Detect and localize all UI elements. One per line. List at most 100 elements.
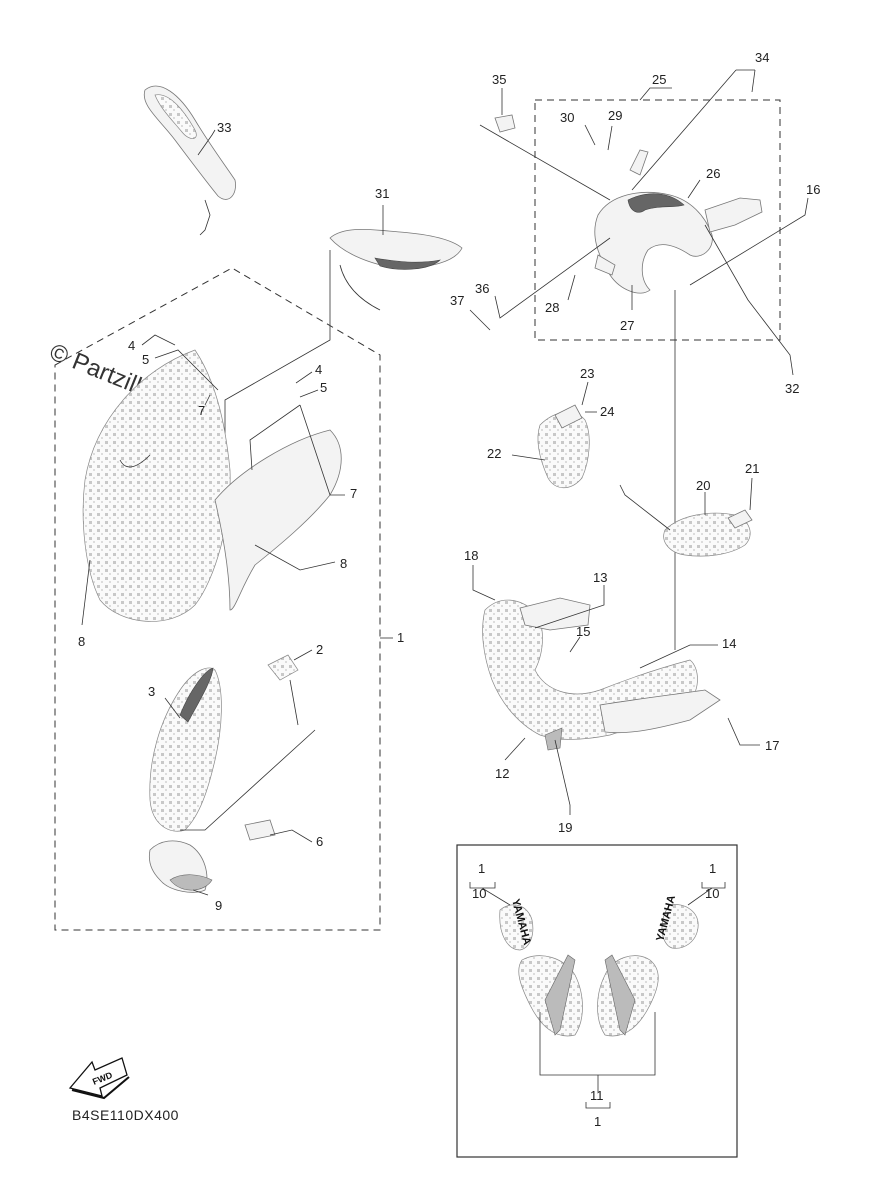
- leader-29: [607, 125, 613, 151]
- leader-13: [534, 585, 605, 629]
- inset-bracket-bottom-small: [585, 1102, 611, 1109]
- leader-3: [164, 697, 181, 719]
- callout-36: 36: [475, 281, 489, 296]
- leader-23: [581, 381, 589, 406]
- leader-20-screw: [619, 484, 671, 531]
- inset-bracket-bottom: [539, 1012, 656, 1092]
- callout-14: 14: [722, 636, 736, 651]
- callout-5-right: 5: [320, 380, 327, 395]
- callout-4-right: 4: [315, 362, 322, 377]
- part-6-bracket[interactable]: [244, 819, 276, 841]
- callout-29: 29: [608, 108, 622, 123]
- leader-4-left: [141, 334, 176, 346]
- callout-3: 3: [148, 684, 155, 699]
- callout-18: 18: [464, 548, 478, 563]
- leader-5-right: [299, 389, 319, 398]
- callout-22: 22: [487, 446, 501, 461]
- leader-35: [479, 88, 611, 201]
- part-12-stay-frame[interactable]: [482, 597, 721, 751]
- inset-callout-bottom-sub: 11: [590, 1088, 604, 1103]
- callout-27: 27: [620, 318, 634, 333]
- callout-5-left: 5: [142, 352, 149, 367]
- inset-bracket-right: [687, 882, 726, 906]
- leader-8-left: [81, 559, 91, 626]
- decal-left-yamaha[interactable]: YAMAHA: [499, 898, 534, 951]
- inset-callout-right-sub: 10: [705, 886, 719, 901]
- leader-36: [494, 237, 611, 319]
- decal-inset-box: [456, 844, 738, 1158]
- callout-8-right: 8: [340, 556, 347, 571]
- callout-33: 33: [217, 120, 231, 135]
- part-26-meter-bracket[interactable]: [594, 149, 763, 294]
- part-33-bracket[interactable]: [143, 85, 236, 236]
- leader-15: [569, 636, 581, 653]
- leader-16: [689, 197, 809, 286]
- decal-inset-panels: [518, 954, 659, 1037]
- leader-33: [197, 129, 216, 156]
- leader-9: [192, 889, 209, 896]
- leader-34: [631, 69, 756, 191]
- part-2-clip[interactable]: [267, 654, 299, 681]
- inset-callout-right-top: 1: [709, 861, 716, 876]
- callout-30: 30: [560, 110, 574, 125]
- callout-35: 35: [492, 72, 506, 87]
- callout-20: 20: [696, 478, 710, 493]
- leader-21: [749, 477, 753, 511]
- fwd-arrow-icon: FWD: [68, 1057, 130, 1100]
- leader-6: [269, 829, 313, 843]
- callout-2: 2: [316, 642, 323, 657]
- part-31-cover[interactable]: [329, 228, 463, 311]
- callout-7-right: 7: [350, 486, 357, 501]
- callout-13: 13: [593, 570, 607, 585]
- leader-37: [469, 309, 491, 331]
- callout-31: 31: [375, 186, 389, 201]
- group-box-part-25: [534, 99, 781, 341]
- part-20-holder[interactable]: [663, 509, 753, 557]
- leader-18: [472, 565, 496, 601]
- callout-1: 1: [397, 630, 404, 645]
- callout-12: 12: [495, 766, 509, 781]
- leader-19: [554, 739, 571, 815]
- callout-6: 6: [316, 834, 323, 849]
- callout-34: 34: [755, 50, 769, 65]
- leader-14: [639, 644, 718, 669]
- callout-4-left: 4: [128, 338, 135, 353]
- callout-19: 19: [558, 820, 572, 835]
- leader-2: [293, 649, 313, 661]
- callout-24: 24: [600, 404, 614, 419]
- callout-25: 25: [652, 72, 666, 87]
- leader-7-right: [249, 404, 345, 496]
- leader-28: [567, 274, 576, 301]
- callout-37: 37: [450, 293, 464, 308]
- callout-8-left: 8: [78, 634, 85, 649]
- inset-callout-left-sub: 10: [472, 886, 486, 901]
- leader-7-left: [204, 394, 211, 406]
- leader-17: [727, 717, 760, 746]
- callout-21: 21: [745, 461, 759, 476]
- part-22-bracket[interactable]: [537, 404, 590, 489]
- group-box-part-1: [54, 267, 381, 931]
- leader-22: [511, 454, 546, 461]
- leader-30: [584, 124, 596, 146]
- part-9-cap[interactable]: [169, 874, 213, 891]
- leader-12: [504, 737, 526, 761]
- part-3-side-panel[interactable]: [148, 667, 222, 893]
- callout-16: 16: [806, 182, 820, 197]
- upper-fairing-shell[interactable]: [82, 349, 342, 622]
- callout-17: 17: [765, 738, 779, 753]
- inset-bracket-left: [469, 882, 511, 906]
- part-35-screw[interactable]: [494, 114, 516, 133]
- leader-25: [639, 87, 672, 101]
- callout-28: 28: [545, 300, 559, 315]
- inset-callout-bottom-top: 1: [594, 1114, 601, 1129]
- leader-8-right: [254, 544, 336, 571]
- callout-9: 9: [215, 898, 222, 913]
- callout-7-left: 7: [198, 403, 205, 418]
- leader-26: [687, 179, 701, 199]
- leader-32: [704, 224, 794, 376]
- diagram-code: B4SE110DX400: [72, 1107, 179, 1123]
- callout-26: 26: [706, 166, 720, 181]
- inset-callout-left-top: 1: [478, 861, 485, 876]
- leader-5-left: [154, 349, 219, 391]
